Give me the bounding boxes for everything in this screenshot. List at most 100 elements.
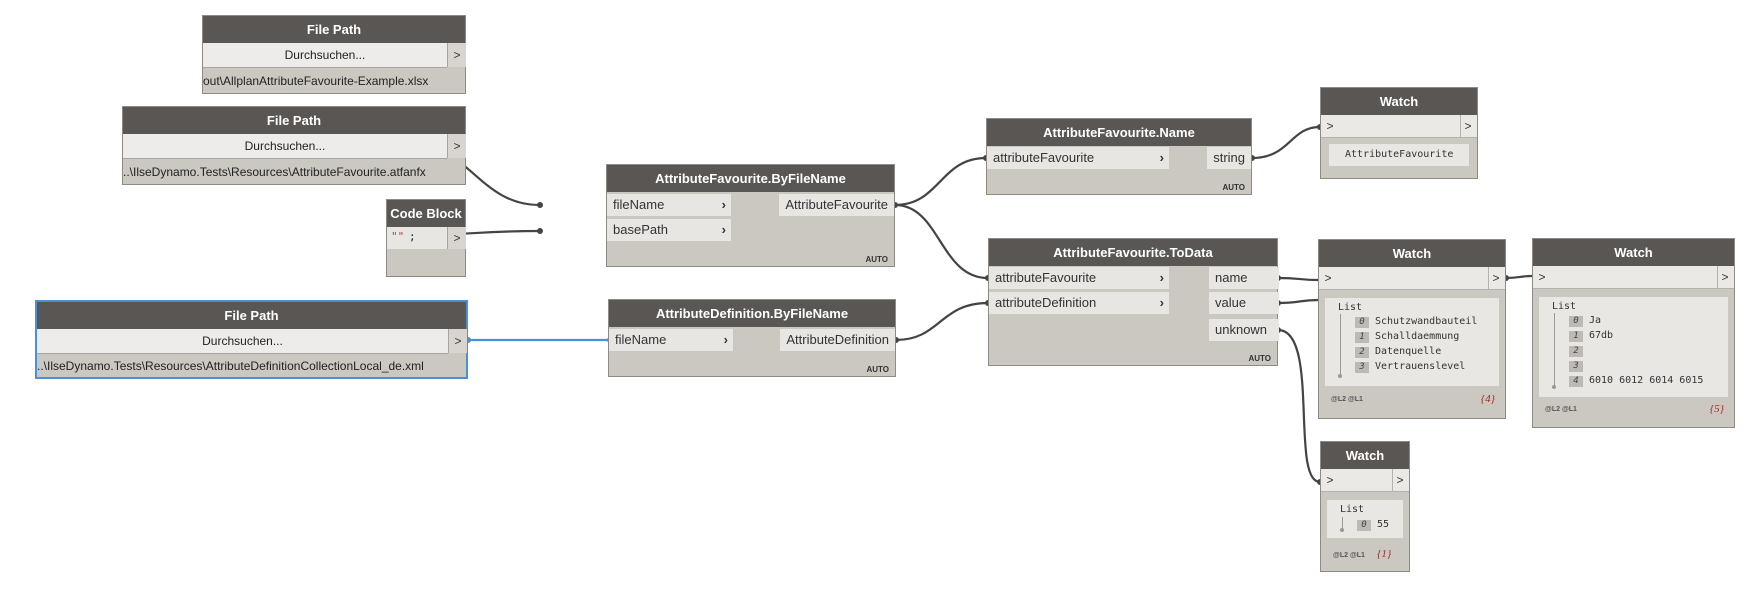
- file-path-node-3[interactable]: File Path Durchsuchen... > ..\IlseDynamo…: [35, 300, 468, 379]
- watch-value-panel: AttributeFavourite: [1329, 144, 1469, 166]
- node-title: Code Block: [387, 200, 465, 227]
- wire-byfilename-to-favname: [894, 156, 987, 207]
- port-label: fileName: [613, 197, 665, 212]
- wire-todata-value-to-watch2: [1277, 298, 1319, 305]
- output-port-unknown[interactable]: unknown: [1209, 319, 1279, 341]
- watch-port-bar[interactable]: > >: [1533, 266, 1734, 289]
- chevron-right-icon: ›: [721, 197, 726, 212]
- tree-end-dot: [1340, 528, 1344, 532]
- node-title: AttributeDefinition.ByFileName: [609, 300, 895, 327]
- file-path-value: ..\IlseDynamo.Tests\Resources\AttributeF…: [123, 165, 426, 179]
- chevron-right-icon: ›: [723, 332, 728, 347]
- input-port-attributefavourite[interactable]: attributeFavourite›: [989, 267, 1169, 289]
- input-arrow-icon[interactable]: >: [1326, 119, 1334, 133]
- output-arrow-icon[interactable]: >: [1488, 267, 1503, 289]
- output-port-name[interactable]: name: [1209, 267, 1279, 289]
- wire-byfilename-to-todata: [894, 203, 989, 280]
- expand-arrow-icon[interactable]: >: [448, 329, 467, 353]
- list-levels: @L2 @L1: [1331, 396, 1363, 403]
- watch-port-bar[interactable]: > >: [1319, 267, 1505, 290]
- browse-button[interactable]: Durchsuchen...: [37, 329, 448, 354]
- browse-button[interactable]: Durchsuchen...: [123, 134, 447, 159]
- tree-end-dot: [1552, 385, 1556, 389]
- file-path-value: ..\IlseDynamo.Tests\Resources\AttributeD…: [37, 359, 424, 373]
- attribute-favourite-name-node[interactable]: AttributeFavourite.Name attributeFavouri…: [986, 118, 1252, 195]
- tree-line: [1554, 313, 1555, 387]
- watch-port-bar[interactable]: > >: [1321, 115, 1477, 138]
- output-arrow-icon[interactable]: >: [1392, 469, 1407, 491]
- watch-node-1[interactable]: Watch > > AttributeFavourite: [1320, 87, 1478, 179]
- watch-port-bar[interactable]: > >: [1321, 469, 1409, 492]
- list-count: {5}: [1709, 403, 1724, 415]
- port-label: basePath: [613, 222, 668, 237]
- node-title: Watch: [1533, 239, 1734, 266]
- code-semicolon: ;: [409, 230, 416, 243]
- chevron-right-icon: ›: [721, 222, 726, 237]
- list-levels: @L2 @L1: [1333, 552, 1365, 559]
- tree-line: [1342, 517, 1343, 529]
- lacing-indicator: AUTO: [866, 365, 889, 374]
- input-port-filename[interactable]: fileName ›: [607, 194, 731, 216]
- lacing-indicator: AUTO: [1248, 354, 1271, 363]
- output-arrow-icon[interactable]: >: [1460, 115, 1475, 137]
- expand-arrow-icon[interactable]: >: [447, 134, 466, 158]
- node-title: Watch: [1319, 240, 1505, 267]
- list-levels: @L2 @L1: [1545, 406, 1577, 413]
- output-arrow-icon[interactable]: >: [1717, 266, 1732, 288]
- wire-favname-to-watch1: [1251, 125, 1321, 160]
- expand-arrow-icon[interactable]: >: [447, 227, 466, 249]
- code-editor[interactable]: "" ;: [387, 227, 447, 249]
- port-label: attributeFavourite: [995, 270, 1097, 285]
- list-label: List: [1338, 302, 1363, 313]
- input-port-attributedefinition[interactable]: attributeDefinition›: [989, 292, 1169, 314]
- file-path-node-2[interactable]: File Path Durchsuchen... > ..\IlseDynamo…: [122, 106, 466, 185]
- node-title: AttributeFavourite.Name: [987, 119, 1251, 146]
- file-path-node-1[interactable]: File Path Durchsuchen... > out\AllplanAt…: [202, 15, 466, 94]
- node-title: AttributeFavourite.ByFileName: [607, 165, 894, 192]
- lacing-indicator: AUTO: [1222, 183, 1245, 192]
- list-item: 2: [1569, 345, 1589, 357]
- output-port-value[interactable]: value: [1209, 292, 1279, 314]
- port-label: attributeFavourite: [993, 150, 1095, 165]
- port-label: attributeDefinition: [995, 295, 1097, 310]
- node-title: Watch: [1321, 88, 1477, 115]
- output-port-attributedefinition[interactable]: AttributeDefinition: [780, 329, 895, 351]
- list-label: List: [1552, 301, 1577, 312]
- code-string: "": [391, 230, 405, 243]
- attribute-favourite-byfilename-node[interactable]: AttributeFavourite.ByFileName fileName› …: [606, 164, 895, 267]
- code-block-node[interactable]: Code Block "" ; >: [386, 199, 466, 277]
- attribute-favourite-todata-node[interactable]: AttributeFavourite.ToData attributeFavou…: [988, 238, 1279, 366]
- node-title: AttributeFavourite.ToData: [989, 239, 1277, 266]
- attribute-definition-byfilename-node[interactable]: AttributeDefinition.ByFileName fileName ›…: [608, 299, 896, 377]
- input-arrow-icon[interactable]: >: [1326, 473, 1334, 487]
- expand-arrow-icon[interactable]: >: [447, 43, 466, 67]
- input-port-attributefavourite[interactable]: attributeFavourite›: [987, 147, 1169, 169]
- input-arrow-icon[interactable]: >: [1538, 270, 1546, 284]
- output-port-string[interactable]: string: [1207, 147, 1251, 169]
- file-path-value: out\AllplanAttributeFavourite-Example.xl…: [203, 74, 429, 88]
- wire-watch2-to-watch3: [1505, 274, 1533, 280]
- input-arrow-icon[interactable]: >: [1324, 271, 1332, 285]
- lacing-indicator: AUTO: [865, 255, 888, 264]
- wire-todata-unknown-to-watch4: [1277, 328, 1321, 484]
- port-label: fileName: [615, 332, 667, 347]
- node-title: File Path: [203, 16, 465, 43]
- input-port-basepath[interactable]: basePath ›: [607, 219, 731, 241]
- list-count: {4}: [1480, 393, 1495, 405]
- list-item: 3: [1569, 360, 1589, 372]
- output-port-attributefavourite[interactable]: AttributeFavourite: [779, 194, 894, 216]
- node-title: Watch: [1321, 442, 1409, 469]
- input-port-filename[interactable]: fileName ›: [609, 329, 733, 351]
- browse-button[interactable]: Durchsuchen...: [203, 43, 447, 68]
